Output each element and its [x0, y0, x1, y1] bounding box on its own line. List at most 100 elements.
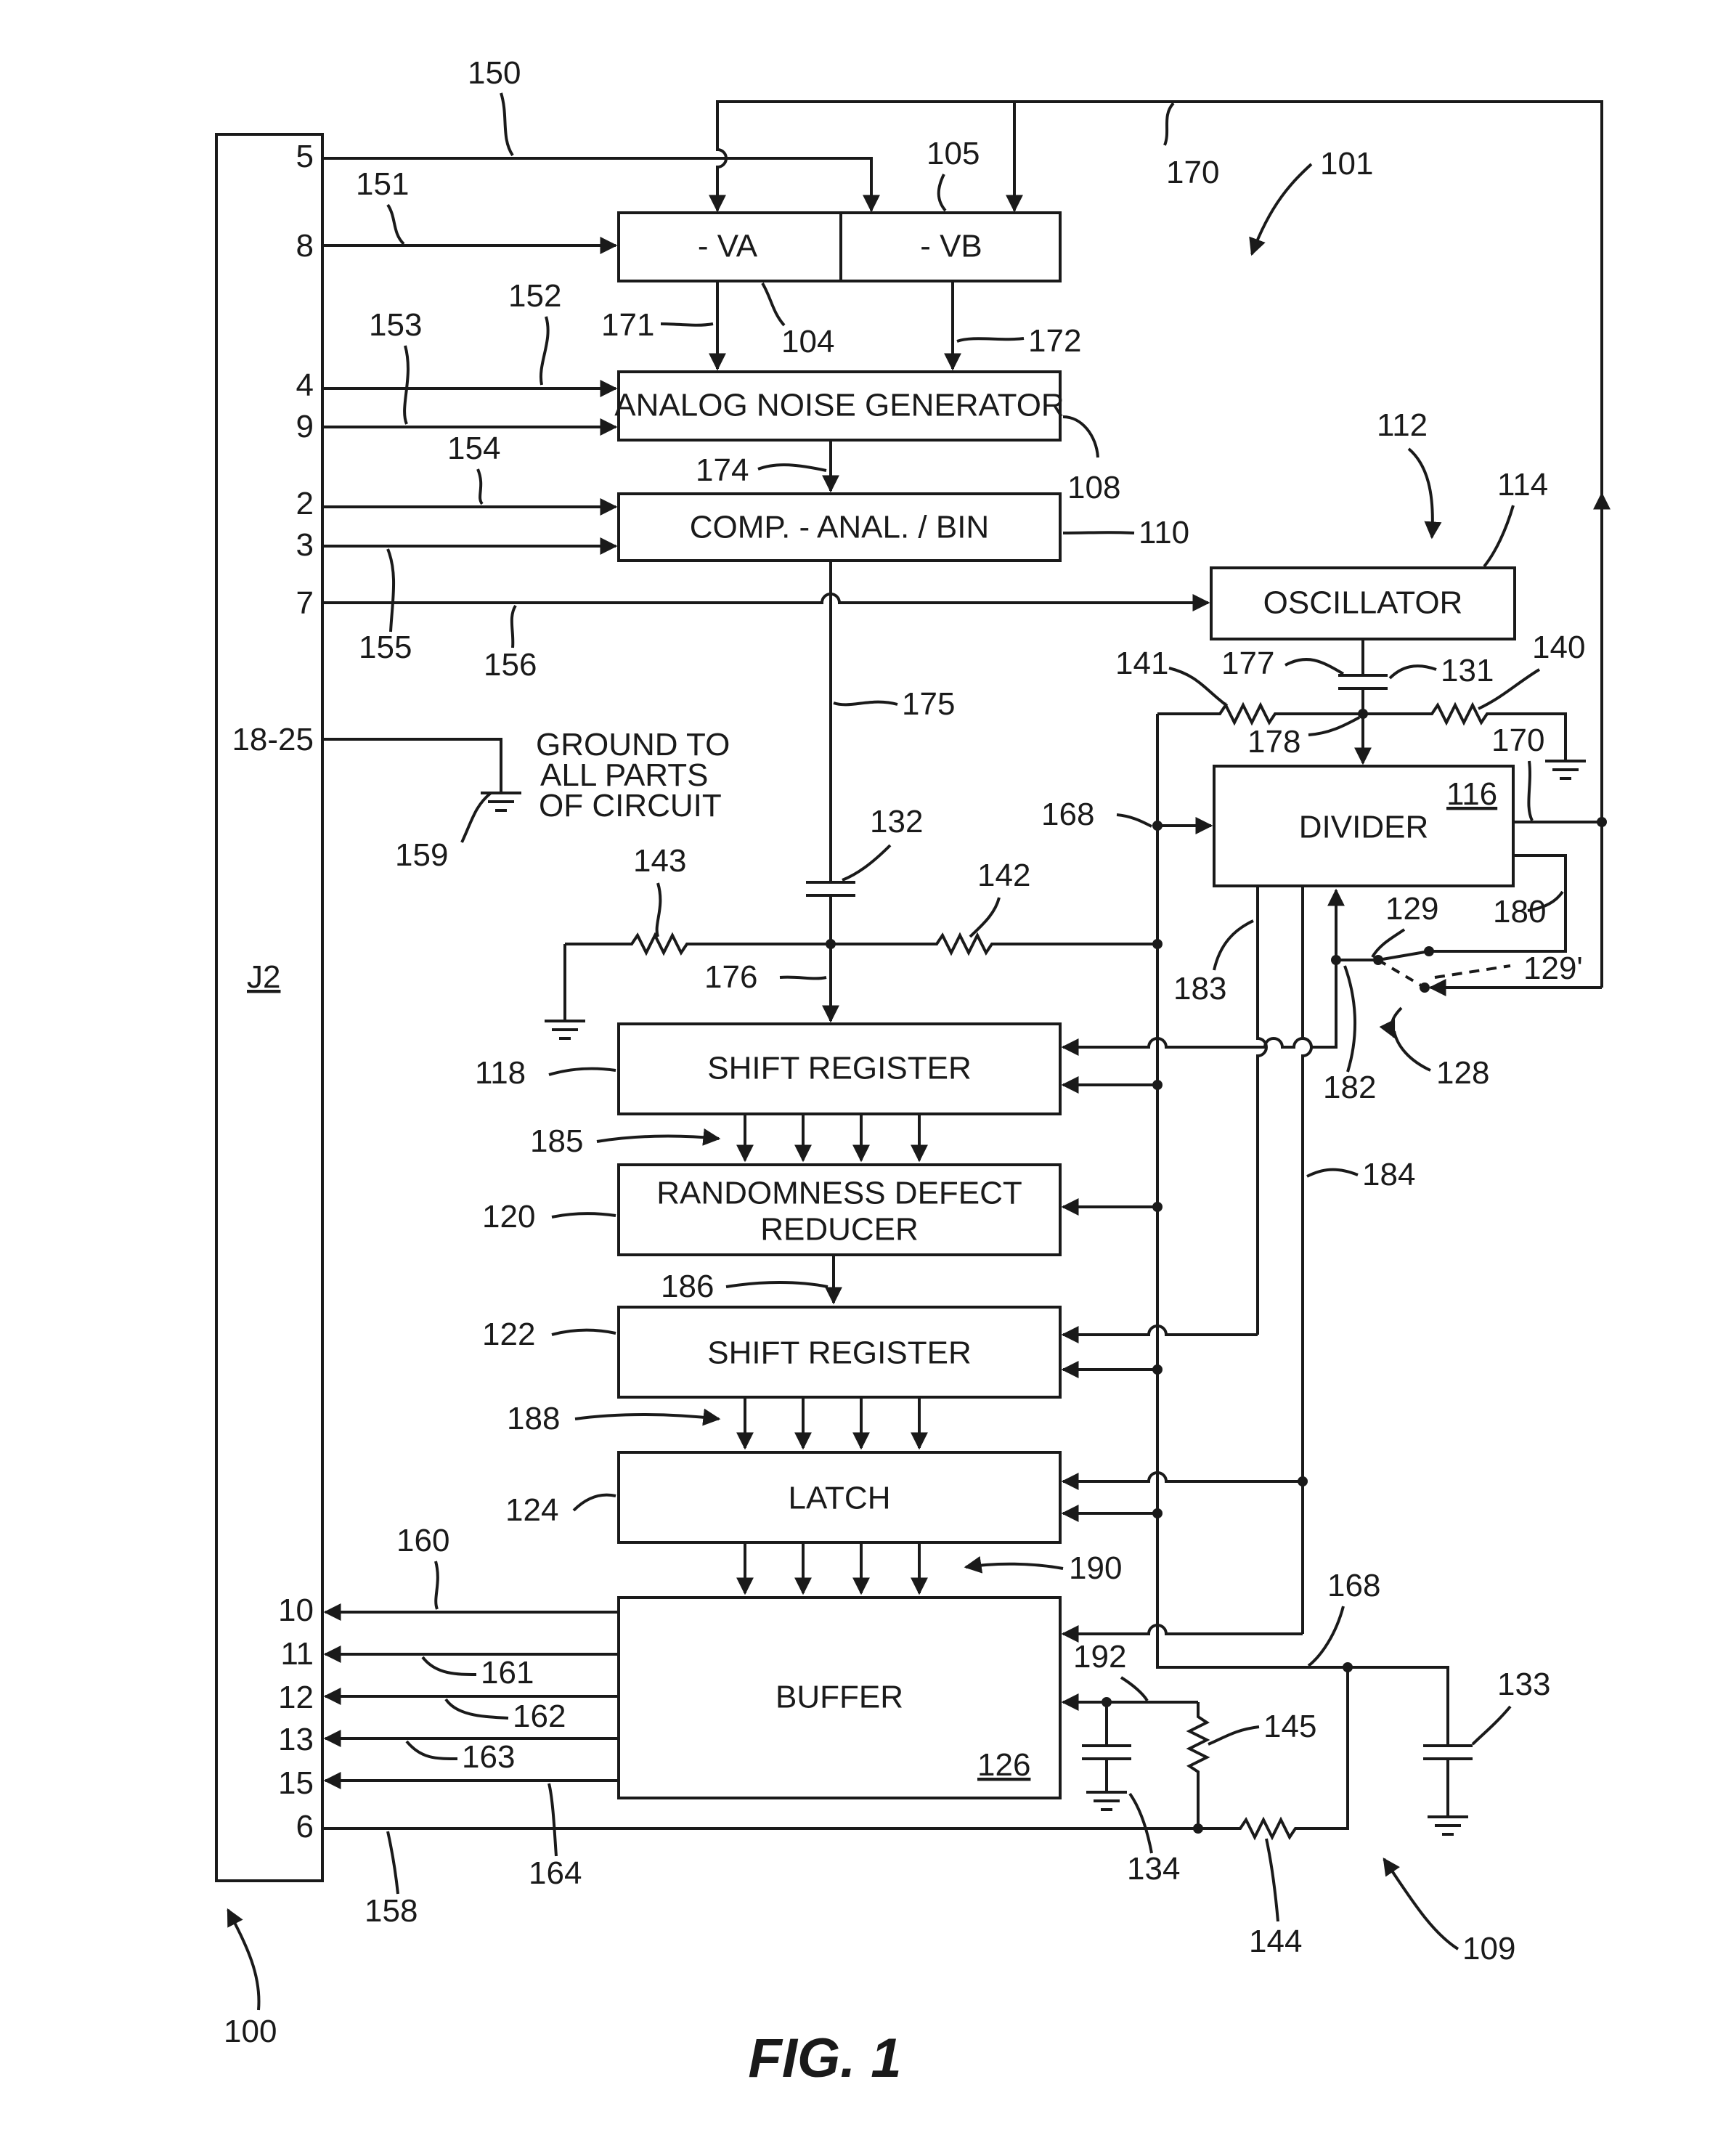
svg-text:116: 116: [1446, 776, 1497, 812]
randomness-defect-reducer-block: RANDOMNESS DEFECT REDUCER: [619, 1165, 1060, 1255]
ref-129: 129: [1385, 891, 1438, 927]
va-block: - VA: [619, 213, 841, 281]
wire-175: [806, 561, 855, 1021]
ref-182: 182: [1323, 1070, 1376, 1105]
svg-text:RANDOMNESS DEFECT: RANDOMNESS DEFECT: [656, 1176, 1022, 1211]
ref-122: 122: [482, 1317, 535, 1352]
ref-154: 154: [447, 431, 500, 466]
pin-4: 4: [296, 367, 314, 403]
pin-5: 5: [296, 139, 314, 174]
pin-11: 11: [280, 1636, 314, 1672]
ref-131: 131: [1441, 653, 1494, 688]
ref-192: 192: [1073, 1639, 1126, 1675]
pin-9: 9: [296, 409, 314, 444]
ref-164: 164: [529, 1855, 582, 1891]
pin-8: 8: [296, 228, 314, 264]
ref-183: 183: [1173, 971, 1226, 1006]
ref-185: 185: [530, 1123, 583, 1159]
ref-150: 150: [468, 55, 521, 91]
vb-block: - VB: [841, 213, 1060, 281]
ref-176: 176: [704, 959, 757, 995]
ref-172: 172: [1028, 323, 1081, 359]
ref-114: 114: [1497, 467, 1548, 503]
ref-101: 101: [1320, 146, 1373, 182]
ref-104: 104: [781, 324, 834, 359]
ref-144: 144: [1249, 1924, 1302, 1959]
svg-text:- VB: - VB: [920, 229, 982, 264]
divider-block: DIVIDER 116: [1214, 766, 1513, 886]
ref-160: 160: [396, 1523, 449, 1558]
svg-text:126: 126: [977, 1747, 1030, 1783]
ref-152: 152: [508, 278, 561, 314]
ref-118: 118: [475, 1055, 526, 1091]
svg-text:BUFFER: BUFFER: [775, 1680, 903, 1715]
ref-184: 184: [1362, 1157, 1415, 1192]
ref-163: 163: [462, 1739, 515, 1775]
ref-190: 190: [1069, 1550, 1122, 1586]
ref-140: 140: [1532, 630, 1585, 665]
j2-label: J2: [247, 959, 280, 995]
switch-128: [1063, 890, 1429, 1047]
svg-text:SHIFT REGISTER: SHIFT REGISTER: [707, 1335, 971, 1371]
ref-186: 186: [661, 1269, 714, 1304]
data-bus-190: [745, 1542, 919, 1593]
ref-170a: 170: [1166, 155, 1219, 190]
svg-text:SHIFT REGISTER: SHIFT REGISTER: [707, 1051, 971, 1086]
ref-128: 128: [1436, 1055, 1489, 1091]
ref-155: 155: [359, 630, 412, 665]
ref-188: 188: [507, 1401, 560, 1436]
noise-generator-block: ANALOG NOISE GENERATOR: [614, 372, 1064, 440]
ref-145: 145: [1263, 1709, 1316, 1744]
ref-100: 100: [224, 2014, 277, 2049]
ref-178: 178: [1247, 724, 1300, 760]
ref-151: 151: [356, 166, 409, 202]
ref-174: 174: [696, 452, 749, 488]
pin-2: 2: [296, 486, 314, 521]
data-bus-185: [745, 1114, 919, 1160]
ref-109: 109: [1462, 1931, 1515, 1966]
pin-13: 13: [278, 1722, 314, 1757]
svg-text:OSCILLATOR: OSCILLATOR: [1263, 585, 1463, 621]
data-bus-188: [745, 1397, 919, 1448]
pin-10: 10: [278, 1592, 314, 1628]
svg-text:- VA: - VA: [698, 229, 758, 264]
latch-block: LATCH: [619, 1452, 1060, 1542]
shift-register-2-block: SHIFT REGISTER: [619, 1307, 1060, 1397]
pin-7: 7: [296, 585, 314, 621]
ref-120: 120: [482, 1199, 535, 1234]
ref-170b: 170: [1491, 723, 1544, 758]
ref-159: 159: [395, 837, 448, 873]
ref-112: 112: [1377, 407, 1428, 443]
ref-171: 171: [601, 307, 654, 343]
ref-162: 162: [513, 1699, 566, 1734]
svg-text:REDUCER: REDUCER: [760, 1212, 919, 1248]
pin-18-25: 18-25: [232, 722, 314, 757]
svg-text:DIVIDER: DIVIDER: [1299, 810, 1428, 845]
svg-text:LATCH: LATCH: [789, 1481, 891, 1516]
ref-108: 108: [1067, 470, 1120, 505]
ref-180: 180: [1493, 894, 1546, 929]
ref-168b: 168: [1327, 1568, 1380, 1603]
ref-110: 110: [1139, 515, 1189, 550]
ref-129p: 129': [1523, 951, 1583, 986]
ref-168a: 168: [1041, 797, 1094, 832]
ref-156: 156: [484, 647, 537, 683]
pin-12: 12: [278, 1680, 314, 1715]
ref-134: 134: [1127, 1851, 1180, 1887]
ref-161: 161: [481, 1655, 534, 1691]
ref-143: 143: [633, 843, 686, 879]
ref-105: 105: [927, 136, 980, 171]
pin-3: 3: [296, 527, 314, 563]
ref-158: 158: [365, 1893, 418, 1929]
ref-133: 133: [1497, 1667, 1550, 1702]
ground-note: GROUND TO ALL PARTS OF CIRCUIT: [536, 727, 730, 823]
pin-15: 15: [278, 1765, 314, 1801]
ref-141: 141: [1115, 646, 1168, 681]
svg-text:COMP. - ANAL. / BIN: COMP. - ANAL. / BIN: [690, 510, 989, 545]
svg-text:OF CIRCUIT: OF CIRCUIT: [539, 788, 722, 823]
svg-text:ANALOG NOISE GENERATOR: ANALOG NOISE GENERATOR: [614, 388, 1064, 423]
ref-177: 177: [1221, 646, 1274, 681]
ref-142: 142: [977, 858, 1030, 893]
ref-124: 124: [505, 1492, 558, 1528]
